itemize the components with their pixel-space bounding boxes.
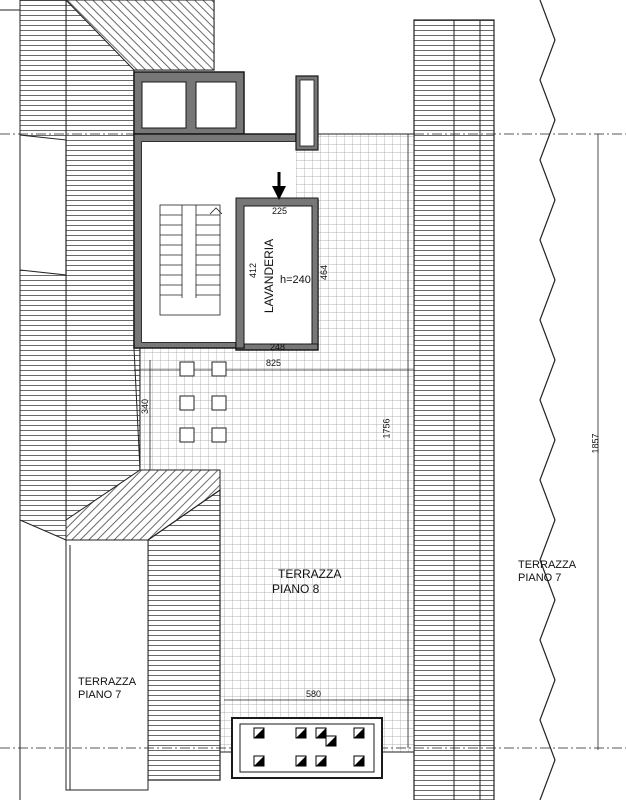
dim-225: 225 — [272, 206, 288, 216]
dim-1756: 1756 — [381, 418, 392, 439]
dim-825: 825 — [266, 358, 282, 368]
dim-464: 464 — [319, 264, 330, 281]
dim-580: 580 — [306, 689, 322, 699]
terrace-right-line2: PIANO 7 — [518, 572, 562, 584]
dim-248: 248 — [270, 342, 286, 352]
dim-412: 412 — [248, 262, 259, 279]
building-core — [133, 71, 319, 351]
right-roof — [413, 0, 599, 800]
bottom-planter — [231, 717, 383, 779]
laundry-label: LAVANDERIA — [262, 238, 277, 314]
terrace-main-line1: TERRAZZA — [278, 567, 342, 581]
terrace-left-line1: TERRAZZA — [78, 676, 137, 688]
down-arrow-icon — [272, 172, 286, 200]
left-roof — [65, 0, 222, 541]
laundry-height: h=240 — [280, 274, 311, 286]
lower-left-roof — [65, 488, 221, 791]
dim-340: 340 — [140, 398, 151, 415]
terrace-right-line1: TERRAZZA — [518, 559, 577, 571]
left-building-edge — [0, 0, 67, 800]
terrace-left-line2: PIANO 7 — [78, 689, 122, 701]
paver-stones — [179, 361, 227, 443]
dim-1857: 1857 — [590, 433, 601, 454]
terrace-main-line2: PIANO 8 — [272, 582, 320, 596]
